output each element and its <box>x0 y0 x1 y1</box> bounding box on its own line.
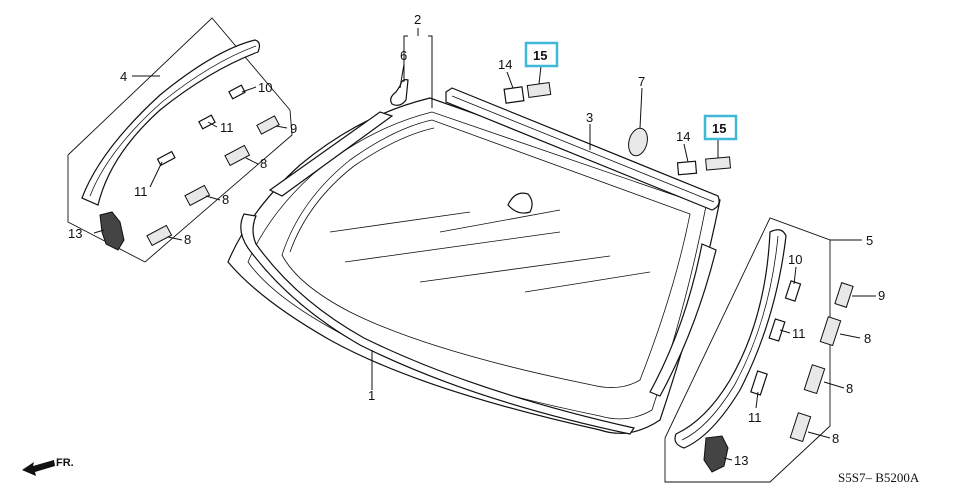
right-molding-end-cap <box>703 435 729 473</box>
glass-reflection-1 <box>329 211 471 233</box>
left-clip-11-upper <box>198 114 216 130</box>
callout-8-right-b: 8 <box>846 381 853 396</box>
left-fastener-8-a <box>224 144 251 167</box>
spacer-15-upper <box>526 81 552 99</box>
callout-8-right-c: 8 <box>832 431 839 446</box>
callout-9-left: 9 <box>290 121 297 136</box>
callout-3: 3 <box>586 110 593 125</box>
mirror-base-7 <box>628 127 648 157</box>
callout-7: 7 <box>638 74 645 89</box>
left-clip-10 <box>228 84 246 100</box>
right-molding-edge <box>681 235 779 441</box>
right-clip-11-lower <box>750 370 768 396</box>
mirror-mount-base <box>507 192 533 214</box>
glass-reflection-edge <box>289 127 435 253</box>
callout-8-right-a: 8 <box>864 331 871 346</box>
windshield-glass-pane <box>281 119 691 388</box>
callout-15-lower: 15 <box>712 121 726 136</box>
glass-reflection-5 <box>439 209 561 233</box>
upper-molding-edge <box>451 95 715 203</box>
spacer-14-upper <box>503 86 525 104</box>
right-group-bracket <box>664 217 831 483</box>
callout-8-left-a: 8 <box>260 156 267 171</box>
spacer-15-lower <box>705 156 732 171</box>
left-molding-end-cap <box>99 211 125 251</box>
callout-10-right: 10 <box>788 252 802 267</box>
left-clip-11-lower <box>156 150 176 167</box>
right-fastener-8-c <box>789 412 812 443</box>
left-group-bracket <box>67 17 293 263</box>
glass-reflection-2 <box>344 231 561 263</box>
callout-8-left-c: 8 <box>184 232 191 247</box>
callout-5: 5 <box>866 233 873 248</box>
spacer-14-lower <box>676 160 698 176</box>
upper-left-dam-rubber <box>268 111 394 197</box>
callout-labels: 1 2 3 4 5 6 7 8 8 8 8 8 8 9 9 10 10 11 1… <box>68 12 885 468</box>
left-fastener-8-c <box>146 224 173 247</box>
left-fastener-8-b <box>184 184 211 207</box>
callout-8-left-b: 8 <box>222 192 229 207</box>
callout-6: 6 <box>400 48 407 63</box>
callout-10-left: 10 <box>258 80 272 95</box>
right-molding-group <box>664 217 854 483</box>
callout-13-left: 13 <box>68 226 82 241</box>
right-side-molding <box>674 229 787 449</box>
right-fastener-8-b <box>803 364 826 395</box>
callout-2: 2 <box>414 12 421 27</box>
callout-11-right-b: 11 <box>748 410 762 425</box>
callout-1: 1 <box>368 388 375 403</box>
callout-9-right: 9 <box>878 288 885 303</box>
diagram-code: S5S7– B5200A <box>838 470 920 485</box>
spacers <box>503 81 732 176</box>
leader-lines <box>93 28 876 461</box>
lower-dam-rubber <box>240 213 635 435</box>
right-clip-10 <box>784 280 802 302</box>
left-molding-group <box>67 17 293 263</box>
hook-clip-6 <box>390 79 409 106</box>
callout-15-upper: 15 <box>533 48 547 63</box>
windshield-outer-edge <box>227 97 721 434</box>
right-fastener-8-a <box>819 316 842 347</box>
highlight-box-15-upper <box>524 41 559 68</box>
upper-molding <box>445 87 720 211</box>
highlight-box-15-lower <box>703 114 738 141</box>
glass-reflection-4 <box>524 271 651 293</box>
callout-14-lower: 14 <box>676 129 690 144</box>
front-label: FR. <box>56 457 74 469</box>
callout-11-left-b: 11 <box>134 184 148 199</box>
front-arrow-icon <box>22 460 55 476</box>
right-clip-11-upper <box>768 318 786 342</box>
callout-11-left-a: 11 <box>220 120 234 135</box>
left-side-molding <box>81 39 261 206</box>
callout-4: 4 <box>120 69 127 84</box>
callout-13-right: 13 <box>734 453 748 468</box>
seals <box>240 111 717 435</box>
glass-reflection-3 <box>419 255 611 283</box>
front-indicator: FR. <box>22 457 74 476</box>
right-fastener-9 <box>834 282 854 308</box>
callout-14-upper: 14 <box>498 57 512 72</box>
right-dam-rubber <box>649 243 717 397</box>
callout-11-right-a: 11 <box>792 326 806 341</box>
left-molding-edge <box>89 45 257 197</box>
left-fastener-9 <box>256 115 280 135</box>
